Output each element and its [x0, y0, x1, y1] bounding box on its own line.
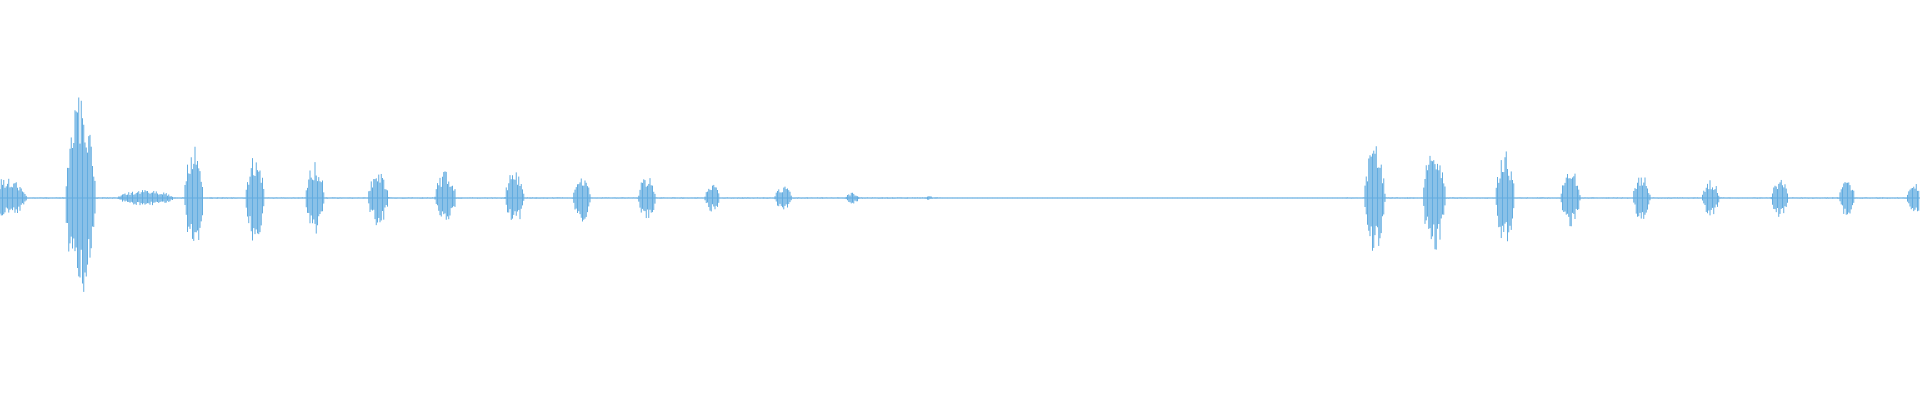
waveform-samples — [0, 97, 1920, 292]
